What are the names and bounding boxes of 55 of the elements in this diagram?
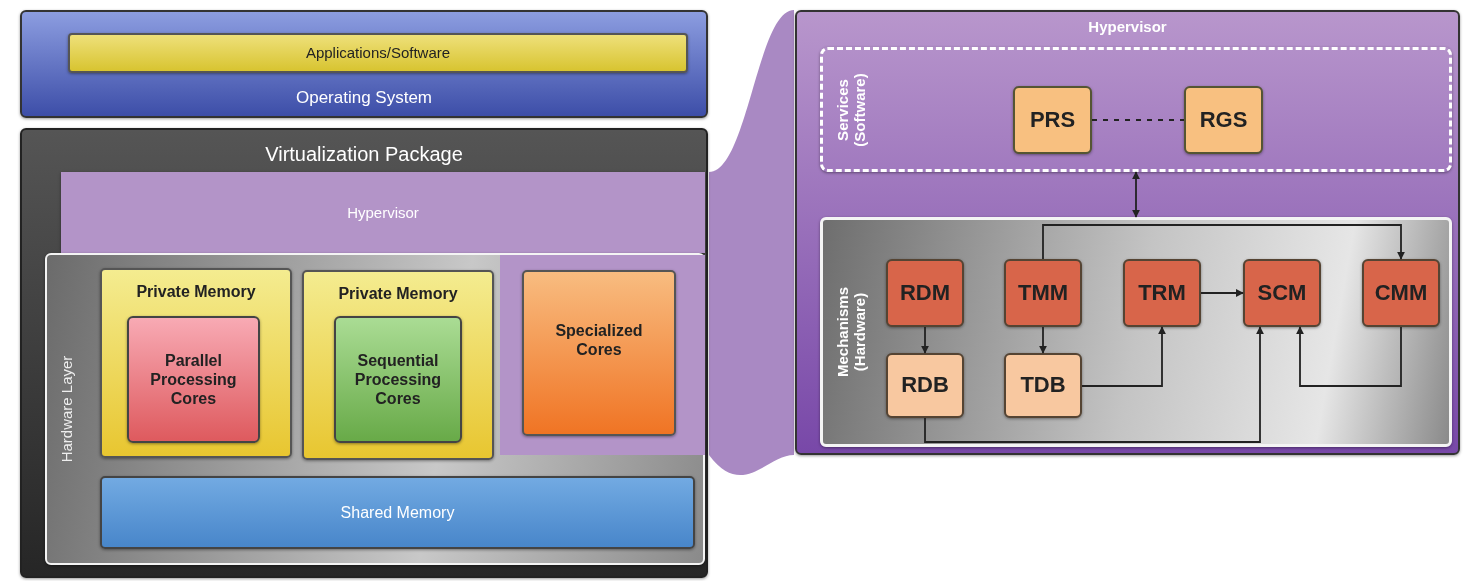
box-label: Virtualization Package (264, 142, 464, 166)
box-label: TDB (1019, 372, 1067, 399)
dashed-connector (1091, 119, 1185, 121)
hardware-layer-box (45, 253, 705, 565)
layer-label: Hardware Layer (58, 354, 76, 465)
box-label: Hypervisor (346, 203, 420, 222)
box-label: Parallel Processing Cores (149, 350, 238, 409)
box-label: Private Memory (337, 284, 459, 304)
layer-label: Mechanisms (Hardware) (834, 287, 868, 377)
core-box (522, 270, 676, 436)
arrow (924, 326, 1264, 443)
arrow (1042, 224, 1405, 260)
box-label: RDB (900, 372, 950, 399)
box-label: Private Memory (135, 282, 257, 302)
box-label: Shared Memory (339, 502, 456, 523)
dashed-group-box (820, 47, 1452, 172)
mechanism-box (1362, 259, 1440, 327)
box-label: Operating System (294, 87, 434, 109)
application-bar (68, 33, 688, 73)
box-label: Applications/Software (304, 44, 452, 62)
arrow (1039, 326, 1047, 354)
memory-box (100, 268, 292, 458)
box-label: PRS (1028, 106, 1077, 134)
box-label: Specialized Cores (554, 320, 644, 360)
core-box (127, 316, 260, 443)
arrow (1132, 171, 1140, 218)
arrow (921, 326, 929, 354)
os-layer-box (20, 10, 708, 118)
arrow (1081, 326, 1166, 387)
box-label: Sequential Processing Cores (353, 350, 443, 409)
database-box (1004, 353, 1082, 418)
memory-bar (100, 476, 695, 549)
box-label: SCM (1256, 279, 1308, 307)
mechanism-box (1004, 259, 1082, 327)
box-label: CMM (1373, 279, 1429, 307)
database-box (886, 353, 964, 418)
hypervisor-panel (795, 10, 1460, 455)
box-label: Hypervisor (1087, 17, 1168, 36)
mechanism-panel (820, 217, 1452, 447)
service-box (1013, 86, 1092, 154)
mechanism-box (1243, 259, 1321, 327)
layer-label: Services (Software) (834, 71, 868, 149)
mechanism-box (1123, 259, 1201, 327)
package-box (20, 128, 708, 578)
box-label: RDM (898, 279, 952, 307)
box-label: TRM (1137, 279, 1187, 307)
hypervisor-band (61, 172, 705, 253)
core-box (334, 316, 462, 443)
memory-box (302, 270, 494, 460)
box-label: RGS (1198, 106, 1249, 134)
mechanism-box (886, 259, 964, 327)
arrow (1296, 326, 1402, 387)
box-label: TMM (1016, 279, 1070, 307)
arrow (1200, 289, 1244, 297)
service-box (1184, 86, 1263, 154)
